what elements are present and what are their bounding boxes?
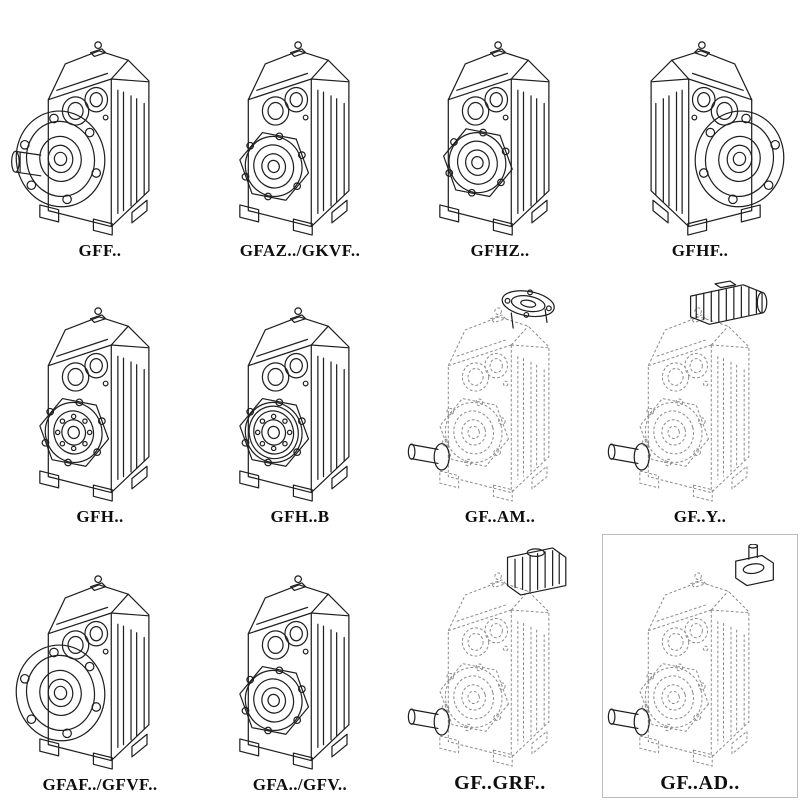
gearbox-drawing-gf-ad [607,544,774,767]
gearbox-drawing-gfhf [650,41,792,236]
catalog-cell-gf-grf: GF..GRF.. [400,532,600,800]
model-label: GF..AM.. [464,507,536,526]
gearbox-drawing-gfhz [439,41,550,236]
gearbox-drawing-gf-grf [407,547,567,767]
model-label: GFH.. [76,507,124,526]
model-label: GF..GRF.. [454,772,546,794]
output-flange [8,103,113,215]
catalog-cell-gfhz: GFHZ.. [400,0,600,266]
catalog-cell-gf-y: GF..Y.. [600,266,800,532]
model-label: GFH..B [270,507,330,526]
output-flange [687,103,792,215]
bearing-outer-ring [248,405,299,460]
gearbox-drawing-gfaf [8,575,150,770]
catalog-cell-gfa-gfv: GFA../GFV.. [200,532,400,800]
gear-housing-phantom [638,572,750,767]
catalog-cell-gfh: GFH.. [0,266,200,532]
gearbox-drawing-gfa [238,575,350,770]
output-shaft [407,708,450,736]
hollow-shaft-boss [441,125,514,200]
model-label: GFAZ../GKVF.. [239,241,361,260]
input-adapter [506,547,567,596]
output-flange [8,637,113,749]
model-label: GF..Y.. [673,507,727,526]
gearbox-drawing-gf-am [407,286,557,502]
gear-housing-mirrored [650,41,792,236]
hollow-shaft-boss [238,129,310,204]
gearbox-drawing-gf-y [607,280,768,502]
output-shaft [607,708,650,736]
catalog-cell-gfaz-gkvf: GFAZ../GKVF.. [200,0,400,266]
catalog-cell-gf-am: GF..AM.. [400,266,600,532]
gear-housing-phantom [438,572,550,767]
catalog-cell-gfh-b: GFH..B [200,266,400,532]
gearbox-drawing-gfaz [238,41,350,236]
output-shaft [607,443,650,471]
input-shaft [735,544,774,587]
gearbox-drawing-gff [8,41,150,236]
gear-housing-phantom [638,307,750,502]
gear-housing-phantom [438,307,550,502]
catalog-cell-gfhf: GFHF.. [600,0,800,266]
hollow-shaft-boss [238,663,310,738]
catalog-cell-gf-ad: GF..AD.. [600,532,800,800]
model-label: GF..AD.. [660,772,740,794]
model-label: GFF.. [78,241,122,260]
model-label: GFA../GFV.. [252,775,348,794]
catalog-cell-gfaf-gfvf: GFAF../GFVF.. [0,532,200,800]
output-shaft [407,443,450,471]
gearbox-drawing-gfh-b [238,307,350,502]
model-label: GFHZ.. [470,241,530,260]
model-label: GFAF../GFVF.. [42,775,158,794]
model-label: GFHF.. [671,241,729,260]
gearbox-drawing-gfh [38,307,150,502]
hollow-shaft-boss [38,395,110,470]
input-flange [499,286,557,329]
catalog-cell-gff: GFF.. [0,0,200,266]
